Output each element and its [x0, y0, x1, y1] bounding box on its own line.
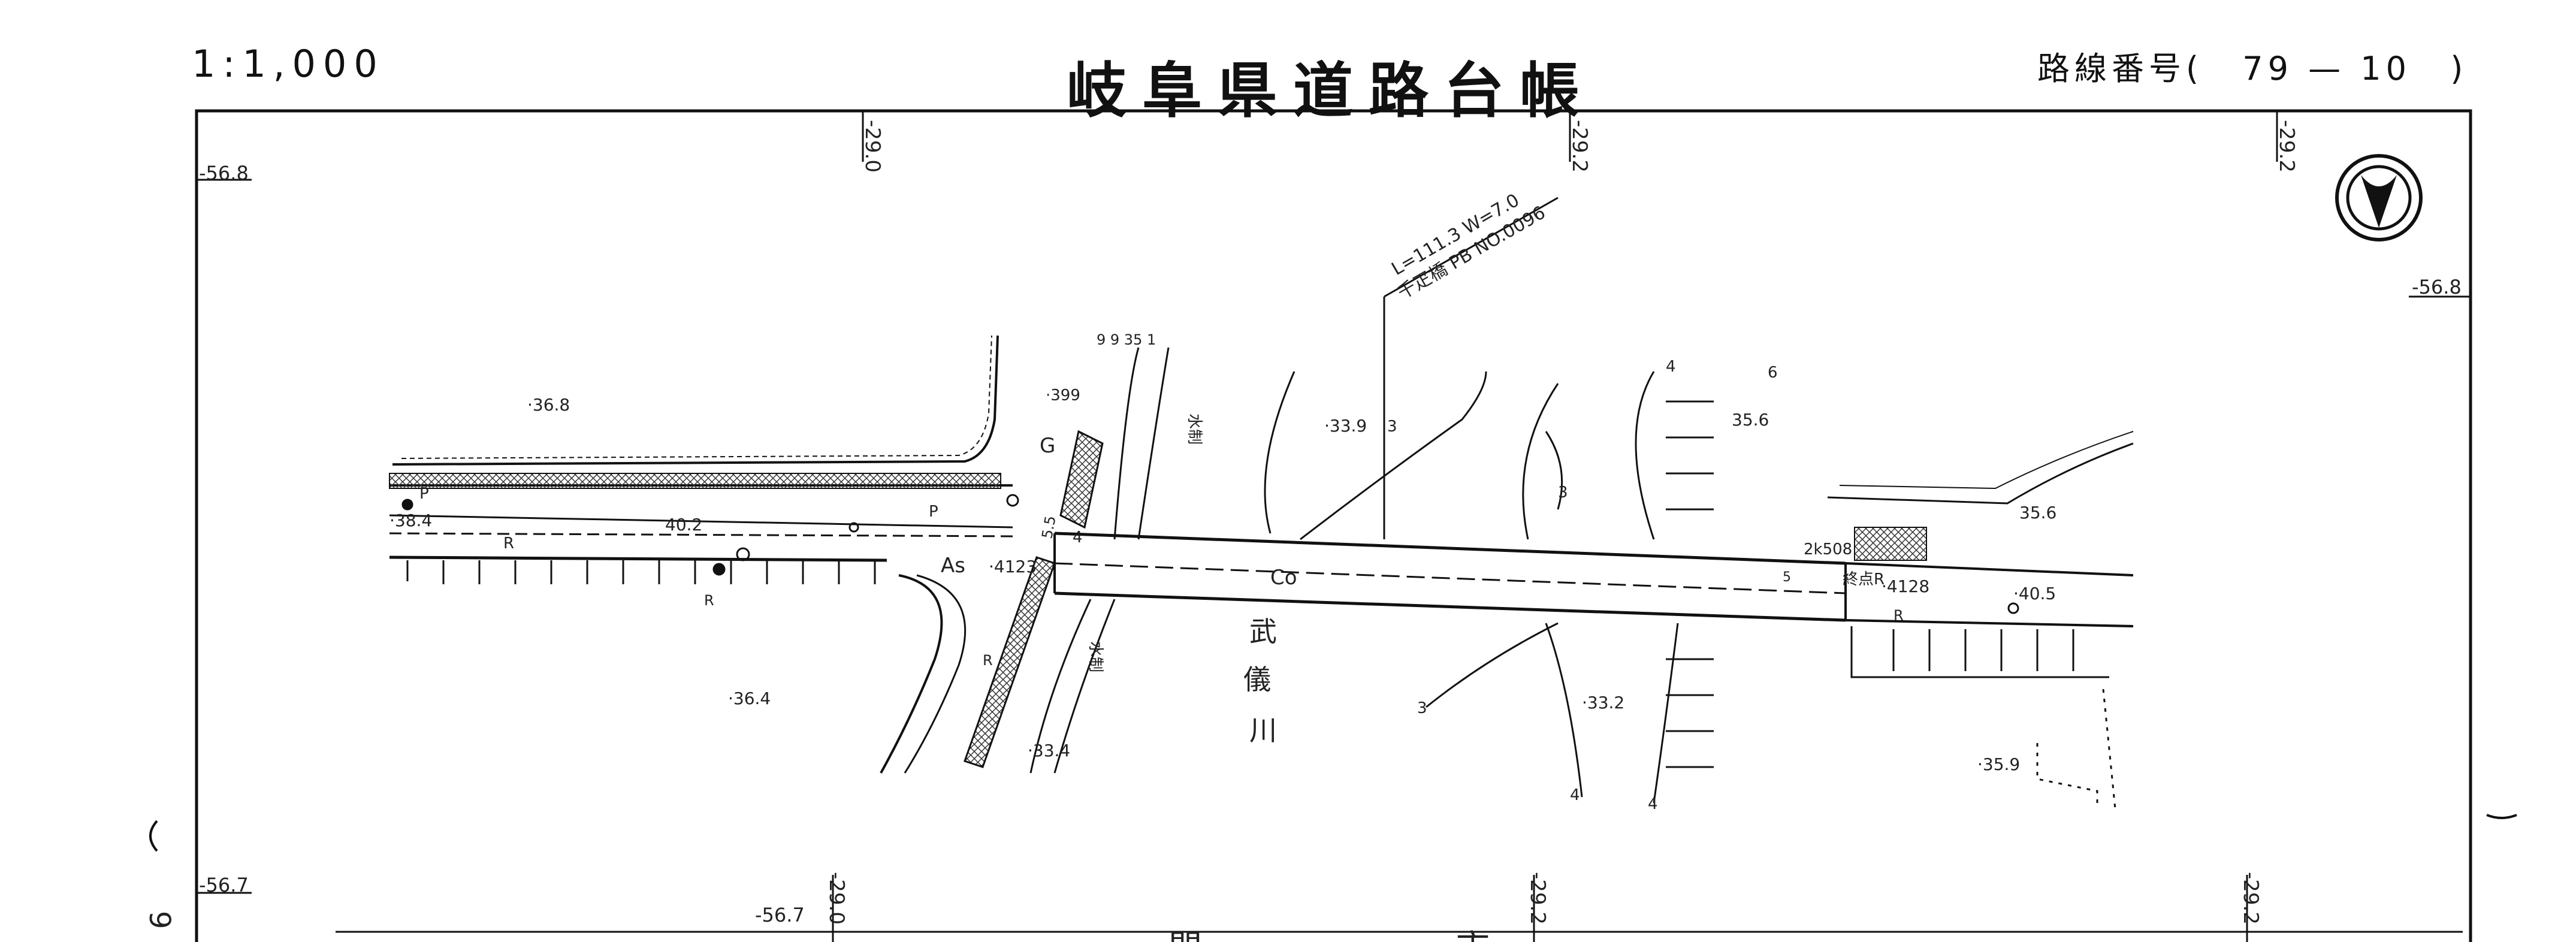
bridge-note-leader: [1384, 197, 1559, 298]
elevation: ·4128: [1882, 576, 1929, 596]
bottom-place-name: 市: [1456, 928, 1490, 942]
contour-label: 3: [1417, 699, 1427, 717]
grid-label-y: -56.7: [755, 904, 805, 926]
right-road: [1827, 431, 2134, 678]
elevation: 35.6: [2019, 503, 2056, 523]
r-label: R: [503, 535, 514, 552]
contour-numbers-top: 9 9 35 1: [1097, 331, 1156, 348]
elevation: ·38.4: [389, 511, 432, 530]
grid-label-x: -29.2: [2275, 120, 2299, 173]
contour-label: 4: [1073, 529, 1083, 547]
r-label: R: [983, 652, 993, 669]
contour-label: 4: [1666, 358, 1676, 376]
grid-label-x: -29.2: [2239, 872, 2263, 925]
left-wall-ticks: [406, 560, 876, 584]
bridge: [1053, 532, 1847, 622]
elevation: ·35.9: [1977, 754, 2020, 774]
elevation: ·40.5: [2013, 584, 2056, 603]
lower-bank: [880, 574, 943, 774]
grid-label-x: -29.0: [825, 872, 848, 925]
grid-label-x: -29.2: [1568, 120, 1591, 173]
map-frame: [195, 109, 2472, 942]
bottom-place-name: 門: [1168, 928, 1202, 942]
surface-label-co: Co: [1270, 566, 1297, 590]
contour-label: 4: [1570, 786, 1580, 804]
g-label: G: [1040, 434, 1055, 458]
contour-label: 6: [1768, 364, 1778, 382]
r-label: R: [1894, 607, 1904, 624]
distance-label: 2k508: [1804, 541, 1852, 558]
grid-label-y: -56.8: [2412, 276, 2462, 298]
elevation: 35.6: [1732, 410, 1769, 430]
elevation: 40.2: [665, 515, 702, 535]
width-label: 5: [1783, 570, 1791, 585]
embankment-hatched-upper: [1059, 430, 1104, 529]
contour-label: 3: [1387, 418, 1397, 436]
elevation: ·33.2: [1582, 693, 1624, 712]
elevation: ·33.4: [1028, 741, 1070, 760]
dotted-boundary: [2036, 689, 2116, 810]
p-label: P: [419, 485, 429, 503]
grid-label-x: -29.2: [1526, 872, 1550, 925]
river-name: 武: [1249, 615, 1277, 648]
water-structure-label: 水制: [1185, 413, 1203, 445]
r-label: R: [704, 592, 714, 609]
margin-paren-right: [2486, 814, 2517, 819]
grid-label-y: -56.7: [199, 874, 249, 896]
grid-label-y: -56.8: [199, 162, 249, 185]
river-name: 儀: [1243, 663, 1271, 696]
map-title: 岐阜県道路台帳: [1067, 56, 1595, 126]
contour-label: 3: [1558, 484, 1568, 502]
north-arrow-icon: [2335, 154, 2423, 241]
river-contours: [1029, 347, 1679, 804]
p-label: P: [929, 503, 938, 521]
map-scale: 1:1,000: [192, 42, 385, 86]
elevation: ·36.8: [527, 395, 570, 415]
margin-mark: 9: [143, 911, 176, 929]
left-road: [389, 335, 1019, 562]
route-number: 路線番号( 79 — 10 ): [2037, 42, 2468, 89]
elevation: ·399: [1046, 387, 1080, 404]
water-structure-label: 水制: [1086, 641, 1104, 672]
contour-label: 4: [1648, 795, 1658, 813]
margin-paren-left: [149, 820, 158, 852]
width-label: 5.5: [1038, 515, 1059, 540]
route-number-value: 79 — 10: [2242, 50, 2412, 87]
embankment-hatched: [964, 556, 1056, 768]
route-prefix: 路線番号(: [2037, 50, 2204, 87]
right-wall-ticks: [1666, 400, 2074, 768]
end-point-label: 終点R: [1843, 570, 1885, 588]
route-suffix: ): [2450, 50, 2468, 87]
elevation: ·33.9: [1324, 416, 1367, 436]
elevation: ·4123: [989, 557, 1037, 576]
surface-label-as: As: [941, 554, 965, 578]
utility-symbols: [401, 494, 2019, 614]
grid-label-x: -29.0: [860, 120, 884, 173]
river-name: 川: [1249, 714, 1277, 747]
elevation: ·36.4: [728, 689, 771, 708]
lower-bank-inner: [904, 574, 967, 774]
